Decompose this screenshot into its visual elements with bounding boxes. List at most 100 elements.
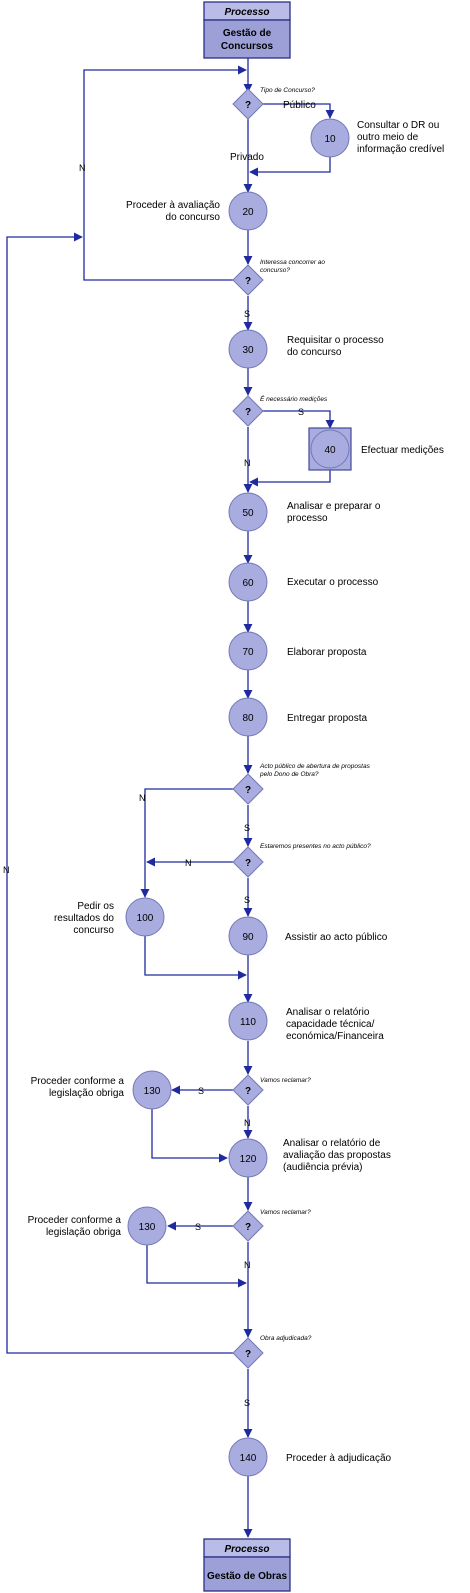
activity-label: Proceder conforme a	[28, 1215, 122, 1226]
activity-label: concurso	[73, 925, 114, 936]
activity-label: avaliação das propostas	[283, 1150, 391, 1161]
edge-label-yes: S	[244, 1398, 250, 1408]
edge-label-no: N	[79, 163, 86, 173]
activity-label: processo	[287, 513, 328, 524]
activity-label: Requisitar o processo	[287, 335, 384, 346]
edge-obra-no-loop	[6, 232, 234, 1354]
activity-circle	[228, 562, 268, 602]
decision-diamond	[232, 846, 264, 878]
decision-question: Vamos reclamar?	[260, 1209, 311, 1216]
activity-label: Proceder conforme a	[31, 1076, 125, 1087]
activity-circle	[125, 897, 165, 937]
activity-label: Analisar e preparar o	[287, 501, 381, 512]
decision-symbol: ?	[245, 1222, 251, 1233]
decision-symbol: ?	[245, 858, 251, 869]
decision-node: ?Obra adjudicada?	[232, 1335, 312, 1369]
activity-label: económica/Financeira	[286, 1031, 384, 1042]
edge-40-to-merge	[249, 470, 331, 487]
decision-diamond	[232, 395, 264, 427]
start-process-box: Processo Gestão de Concursos	[203, 1, 291, 59]
decision-question: Tipo de Concurso?	[260, 87, 315, 94]
activity-number: 10	[324, 134, 336, 145]
decision-diamond	[232, 1074, 264, 1106]
activity-label: Consultar o DR ou	[357, 120, 439, 131]
start-process-name-line: Gestão de	[223, 28, 272, 39]
activity-circle	[228, 1001, 268, 1041]
edge-label-publico: Público	[283, 100, 316, 111]
edge-label-yes: S	[298, 407, 304, 417]
decision-symbol: ?	[245, 1086, 251, 1097]
activity-number: 90	[242, 932, 254, 943]
activity-number: 30	[242, 345, 254, 356]
activity-circle	[228, 916, 268, 956]
activity-node: 40 Efectuar medições	[308, 427, 444, 471]
decision-symbol: ?	[245, 785, 251, 796]
edge-label-no: N	[3, 865, 10, 875]
decision-node: ?É necessário medições	[232, 394, 328, 427]
edge-label-yes: S	[195, 1222, 201, 1232]
connectors	[6, 58, 335, 1538]
edge-10-to-merge	[249, 157, 331, 177]
edge-130a-to-120	[151, 1109, 228, 1163]
edge-label-yes: S	[244, 823, 250, 833]
activity-number: 130	[139, 1222, 156, 1233]
edge-130b-to-merge	[146, 1245, 247, 1288]
activity-node: 90 Assistir ao acto público	[228, 916, 388, 956]
decision-question: Estaremos presentes no acto público?	[260, 843, 371, 850]
activity-label: resultados do	[54, 913, 114, 924]
decision-node: ? Vamos reclamar?	[232, 1074, 311, 1106]
edge-label-no: N	[244, 458, 251, 468]
decision-node: ? Estaremos presentes no acto público?	[232, 843, 371, 878]
activity-label: Elaborar proposta	[287, 647, 367, 658]
activity-label: Entregar proposta	[287, 713, 367, 724]
decision-symbol: ?	[245, 1349, 251, 1360]
decision-node: ?Acto público de abertura de propostaspe…	[232, 763, 371, 805]
activity-node: 60 Executar o processo	[228, 562, 379, 602]
end-process-name: Gestão de Obras	[207, 1571, 287, 1582]
edge-label-yes: S	[244, 895, 250, 905]
activity-label: Executar o processo	[287, 577, 379, 588]
decision-symbol: ?	[245, 276, 251, 287]
activity-number: 40	[324, 445, 336, 456]
activity-label: legislação obriga	[49, 1088, 124, 1099]
activity-number: 20	[242, 207, 254, 218]
activity-label: legislação obriga	[46, 1227, 121, 1238]
decision-question: Vamos reclamar?	[260, 1077, 311, 1084]
edge-label-yes: S	[244, 309, 250, 319]
activity-label: informação credível	[357, 144, 444, 155]
activity-label: Efectuar medições	[361, 445, 444, 456]
activity-circle	[228, 1138, 268, 1178]
decision-symbol: ?	[245, 407, 251, 418]
activity-number: 140	[240, 1453, 257, 1464]
activity-number: 110	[240, 1017, 256, 1028]
edge-medicoes-yes-to-40	[262, 410, 335, 429]
activity-label: Analisar o relatório de	[283, 1138, 381, 1149]
activity-label: Assistir ao acto público	[285, 932, 388, 943]
end-process-box: Processo Gestão de Obras	[203, 1538, 291, 1592]
activity-circle	[132, 1070, 172, 1110]
activity-label: Proceder à avaliação	[126, 200, 220, 211]
activity-circle	[310, 118, 350, 158]
decision-question: concurso?	[260, 267, 290, 274]
activity-circle	[228, 492, 268, 532]
activity-label: Proceder à adjudicação	[286, 1453, 392, 1464]
decision-nodes: ? Tipo de Concurso? ?Interessa concorrer a…	[232, 87, 371, 1369]
activity-node: 140 Proceder à adjudicação	[228, 1437, 392, 1477]
start-process-name-line: Concursos	[221, 41, 274, 52]
activity-label: do concurso	[287, 347, 342, 358]
activity-circle	[228, 191, 268, 231]
decision-diamond	[232, 88, 264, 120]
decision-node: ? Vamos reclamar?	[232, 1209, 311, 1242]
activity-number: 120	[240, 1154, 257, 1165]
activity-number: 60	[242, 578, 254, 589]
